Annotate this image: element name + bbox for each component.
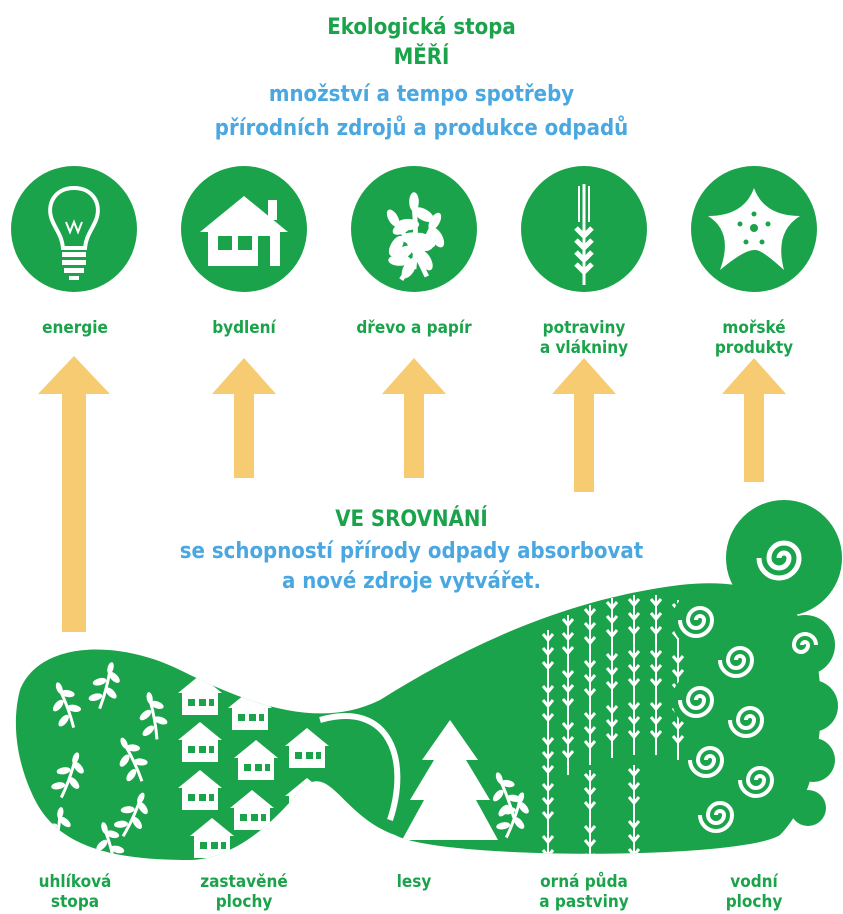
title-line-2: MĚŘÍ: [393, 45, 450, 70]
title-line-3: množství a tempo spotřeby: [268, 82, 575, 107]
toes: [726, 500, 842, 826]
title-line-4: přírodních zdrojů a produkce odpadů: [214, 116, 629, 141]
starfish-icon: [708, 188, 800, 270]
comparison-line-2: se schopností přírody odpady absorbovat: [179, 539, 644, 564]
light-bulb-icon: [48, 185, 100, 280]
comparison-line-1: VE SROVNÁNÍ: [335, 507, 488, 532]
area-label-forest: lesy: [396, 872, 432, 892]
category-label-wood: dřevo a papír: [356, 318, 472, 338]
category-label-energy: energie: [42, 318, 108, 338]
arrow-housing: [212, 358, 276, 478]
comparison-line-3: a nové zdroje vytvářet.: [282, 569, 541, 594]
arrow-food: [552, 358, 616, 492]
seafood-circle: [691, 166, 817, 292]
house-icon: [200, 196, 288, 266]
arrows: [38, 356, 786, 632]
arrow-energy: [38, 356, 110, 632]
wood-circle: [351, 166, 477, 292]
housing-circle: [181, 166, 307, 292]
title-line-1: Ekologická stopa: [327, 15, 516, 40]
category-label-housing: bydlení: [212, 318, 276, 338]
energy-circle: [11, 166, 137, 292]
forest-trees: [402, 720, 539, 845]
food-circle: [521, 166, 647, 292]
arrow-wood: [382, 358, 446, 478]
arrow-seafood: [722, 358, 786, 482]
wheat-icon: [574, 184, 594, 285]
